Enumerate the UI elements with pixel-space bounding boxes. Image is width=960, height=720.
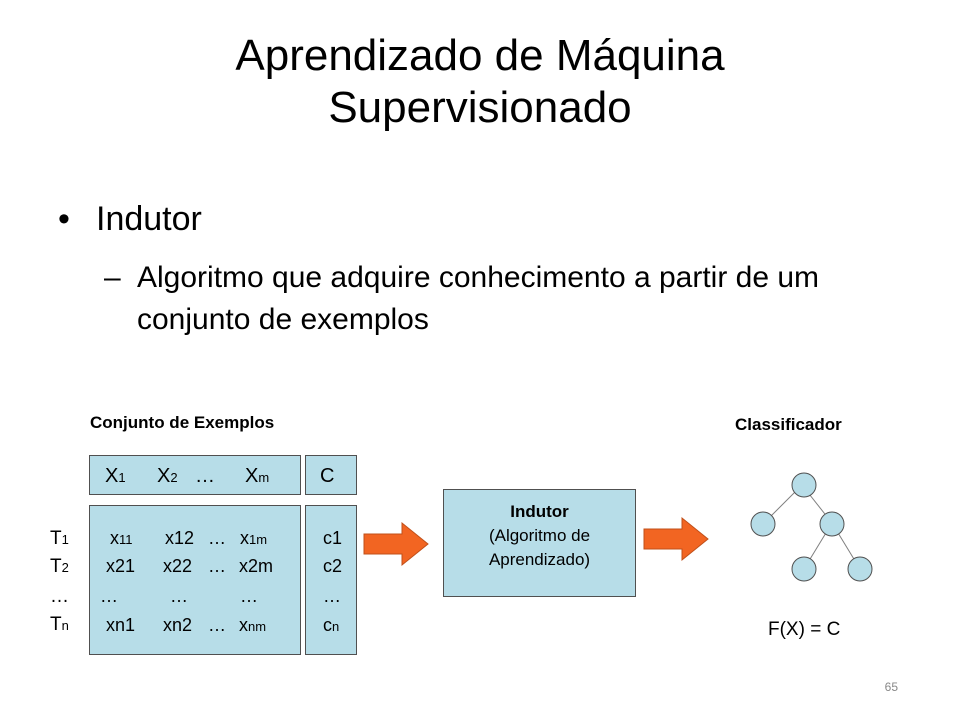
bullet-item: • Indutor: [58, 197, 202, 241]
dataset-label: Conjunto de Exemplos: [90, 413, 275, 432]
bullet-text: Indutor: [96, 200, 202, 238]
class-data-box: c1 c2 … cn: [305, 505, 357, 655]
bullet-marker: •: [58, 200, 70, 238]
cell-r4-b: xn2: [163, 615, 193, 635]
cell-r3-c: …: [240, 586, 258, 606]
cell-r3-a: …: [100, 586, 118, 606]
arrow-right-icon: [643, 516, 709, 562]
cell-r4-class: cn: [323, 615, 340, 635]
header-x1: X1: [105, 465, 126, 487]
cell-r1-b: x12: [165, 528, 195, 548]
cell-r4-c: xnm: [239, 615, 267, 635]
classifier-tree: [750, 472, 873, 582]
cell-r4-a: xn1: [106, 615, 136, 635]
slide-title-line1: Aprendizado de Máquina: [235, 31, 725, 80]
cell-r2-a: x21: [106, 556, 136, 576]
cell-r1-dots: …: [208, 528, 226, 548]
subbullet-marker: –: [104, 261, 121, 294]
cell-r3-b: …: [170, 586, 188, 606]
row-label-tn: Tn: [50, 614, 69, 635]
attributes-data-box: x11 x12 … x1m x21 x22 … x2m … … … xn1 xn…: [89, 505, 301, 655]
attributes-header-box: X1 X2 … Xm: [89, 455, 301, 495]
header-xm: Xm: [245, 465, 270, 487]
cell-r2-dots: …: [208, 556, 226, 576]
row-label-t1: T1: [50, 528, 69, 549]
classifier-label: Classificador: [735, 415, 842, 434]
header-class: C: [320, 465, 335, 487]
header-x2: X2: [157, 465, 178, 487]
slide-title-line2: Supervisionado: [328, 83, 632, 132]
inducer-line2: (Algoritmo de: [488, 526, 591, 545]
tree-left-node: [750, 511, 776, 537]
subbullet-text: Algoritmo que adquire conhecimento a par…: [137, 261, 820, 336]
cell-r4-dots: …: [208, 615, 226, 635]
inducer-title: Indutor: [510, 502, 569, 521]
header-dots: …: [195, 465, 215, 487]
page-number: 65: [884, 680, 898, 694]
inducer-line3: Aprendizado): [488, 550, 591, 569]
slide-title: Aprendizado de Máquina Supervisionado: [0, 30, 960, 134]
tree-root-node: [791, 472, 817, 498]
cell-r1-a: x11: [110, 528, 133, 548]
cell-r1-class: c1: [323, 528, 343, 548]
class-header-box: C: [305, 455, 357, 495]
row-label-ellipsis: …: [50, 586, 69, 607]
arrow-right-icon: [363, 521, 429, 567]
cell-r1-c: x1m: [240, 528, 268, 548]
tree-right-node: [819, 511, 845, 537]
tree-leaf-node: [847, 556, 873, 582]
cell-r2-b: x22: [163, 556, 193, 576]
tree-leaf-node: [791, 556, 817, 582]
cell-r2-c: x2m: [239, 556, 274, 576]
classifier-formula: F(X) = C: [768, 619, 841, 640]
cell-r2-class: c2: [323, 556, 343, 576]
row-label-t2: T2: [50, 556, 69, 577]
cell-r3-class: …: [323, 586, 341, 606]
inducer-box: Indutor (Algoritmo de Aprendizado): [443, 489, 636, 597]
